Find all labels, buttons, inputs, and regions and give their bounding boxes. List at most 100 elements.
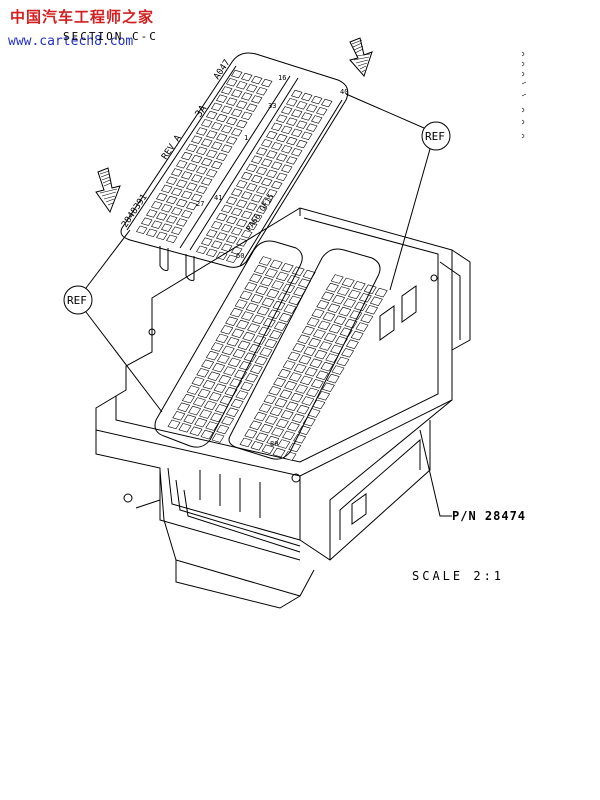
housing-cavity-cell <box>317 320 331 331</box>
housing-cavity-cell <box>315 370 329 380</box>
cover-cavity-cell <box>171 207 183 216</box>
housing-cavity-cell <box>255 285 269 295</box>
cover-cavity-cell <box>196 185 208 194</box>
cover-cavity-cell <box>301 112 313 121</box>
cover-cavity-cell <box>211 102 223 112</box>
cover-cavity-cell <box>181 151 193 161</box>
housing-cavity-cell <box>237 340 251 350</box>
housing-cavity-cell <box>226 337 240 347</box>
cover-cavity-cell <box>191 174 203 183</box>
cover-cavity-cell <box>256 87 268 96</box>
housing-cavity-cell <box>188 405 202 416</box>
housing-cavity-cell <box>239 290 253 301</box>
housing-cavity-cell <box>291 266 305 276</box>
cover-cavity-cell <box>206 229 218 238</box>
cover-cavity-cell <box>206 169 218 178</box>
housing-cavity-cell <box>167 419 181 430</box>
cover-cavity-cell <box>206 149 218 159</box>
housing-cavity-cell <box>189 426 203 436</box>
housing-cavity-cell <box>234 369 248 380</box>
housing-cavity-cell <box>191 376 205 387</box>
housing-cavity-cell <box>239 437 253 448</box>
housing-cavity-cell <box>254 355 268 366</box>
cover-cavity-cell <box>221 204 233 214</box>
housing-cavity-cell <box>314 349 328 360</box>
housing-cavity-cell <box>255 432 269 442</box>
housing-cavity-cell <box>266 435 280 446</box>
cover-cavity-cell <box>241 171 253 181</box>
housing-cavity-cell <box>263 394 277 405</box>
housing-cavity-cell <box>277 368 291 379</box>
cover-cavity-cell <box>196 245 208 255</box>
cover-cavity-cell <box>221 224 233 233</box>
housing-cavity-cell <box>216 424 230 435</box>
housing-cavity-cell <box>291 413 305 423</box>
cover-cavity-cell <box>231 246 243 255</box>
housing-cavity-cell <box>192 397 206 407</box>
housing-cavity-cell <box>264 268 278 278</box>
housing-cavity-cell <box>285 401 299 411</box>
cover-cavity-cell <box>246 84 258 93</box>
cover-cavity-cell <box>291 128 303 138</box>
cover-cavity-cell <box>201 177 213 186</box>
cover-cavity-cell <box>281 164 293 173</box>
housing-cavity-cell <box>231 328 245 338</box>
housing-cavity-cell <box>235 390 249 400</box>
housing-cavity-cell <box>253 411 267 422</box>
housing-cavity-cell <box>288 295 302 306</box>
cover-cavity-cell <box>141 217 153 226</box>
housing-cavity-cell <box>317 391 331 401</box>
housing-cavity-cell <box>277 439 291 449</box>
direction-arrow-left <box>95 167 121 214</box>
housing-cavity-cell <box>309 358 323 368</box>
housing-cavity-cell <box>256 306 270 316</box>
cover-cavity-cell <box>171 187 183 197</box>
housing-cavity-cell <box>181 393 195 404</box>
housing-cavity-cell <box>355 322 369 332</box>
connector-seal-body <box>159 467 315 609</box>
cover-cavity-cell <box>176 160 188 169</box>
cover-cavity-cell <box>286 117 298 126</box>
cover-cavity-cell <box>266 189 278 198</box>
cover-cavity-cell <box>171 168 183 177</box>
cover-cavity-cell <box>246 221 258 231</box>
housing-cavity-cell <box>236 319 250 330</box>
housing-cavity-cell <box>178 423 192 433</box>
cover-cavity-cell <box>201 119 213 128</box>
cover-cavity-cell <box>251 174 263 184</box>
pin-number-16: 16 <box>278 74 286 82</box>
housing-cavity-cell <box>186 385 200 395</box>
cover-cavity-cell <box>256 166 268 176</box>
housing-cavity-cell <box>197 388 211 399</box>
housing-cavity-cell <box>326 373 340 384</box>
cover-cavity-cell <box>181 210 193 219</box>
housing-cavity-cell <box>264 415 278 425</box>
cover-cavity-cell <box>226 78 238 87</box>
cover-cavity-cell <box>166 176 178 185</box>
cover-cavity-cell <box>171 226 183 235</box>
housing-cavity-cell <box>218 374 232 385</box>
cover-cavity-cell <box>221 105 233 115</box>
cover-cavity-cell <box>206 130 218 139</box>
cover-cavity-cell <box>196 146 208 156</box>
housing-cavity-cell <box>297 425 311 435</box>
cover-cavity-cell <box>216 94 228 103</box>
cover-cavity-cell <box>196 166 208 175</box>
cover-cavity-cell <box>251 75 263 85</box>
cover-cavity-cell <box>186 201 198 211</box>
housing-cavity-cell <box>208 392 222 402</box>
housing-cavity-cell <box>321 291 335 301</box>
cover-cavity-cell <box>211 122 223 131</box>
housing-cavity-cell <box>230 398 244 409</box>
housing-cavity-cell <box>286 422 300 432</box>
scale-label: SCALE 2:1 <box>412 569 504 583</box>
housing-cavity-cell <box>322 312 336 322</box>
section-label: SECTION C-C <box>63 30 158 43</box>
housing-cavity-cell <box>259 347 273 357</box>
watermark-title: 中国汽车工程师之家 <box>10 8 154 26</box>
housing-cavity-cell <box>299 375 313 386</box>
housing-cavity-cell <box>202 380 216 390</box>
housing-cavity-cell <box>273 377 287 387</box>
cover-cavity-cell <box>186 163 198 172</box>
